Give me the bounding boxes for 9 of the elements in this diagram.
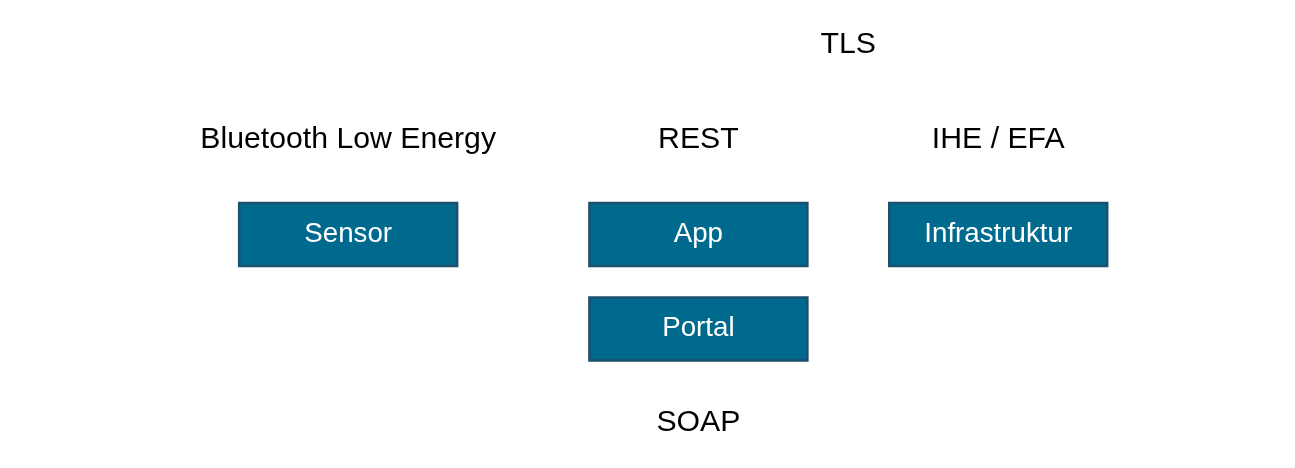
node-box: Sensor: [237, 201, 458, 267]
label: IHE / EFA: [931, 120, 1065, 154]
label: Bluetooth Low Energy: [199, 120, 496, 154]
node-box: Portal: [587, 295, 809, 362]
node-box: Infrastruktur: [887, 201, 1108, 267]
label: SOAP: [655, 403, 740, 437]
label: TLS: [820, 25, 876, 59]
label: REST: [657, 120, 739, 154]
node-box: App: [587, 201, 809, 267]
